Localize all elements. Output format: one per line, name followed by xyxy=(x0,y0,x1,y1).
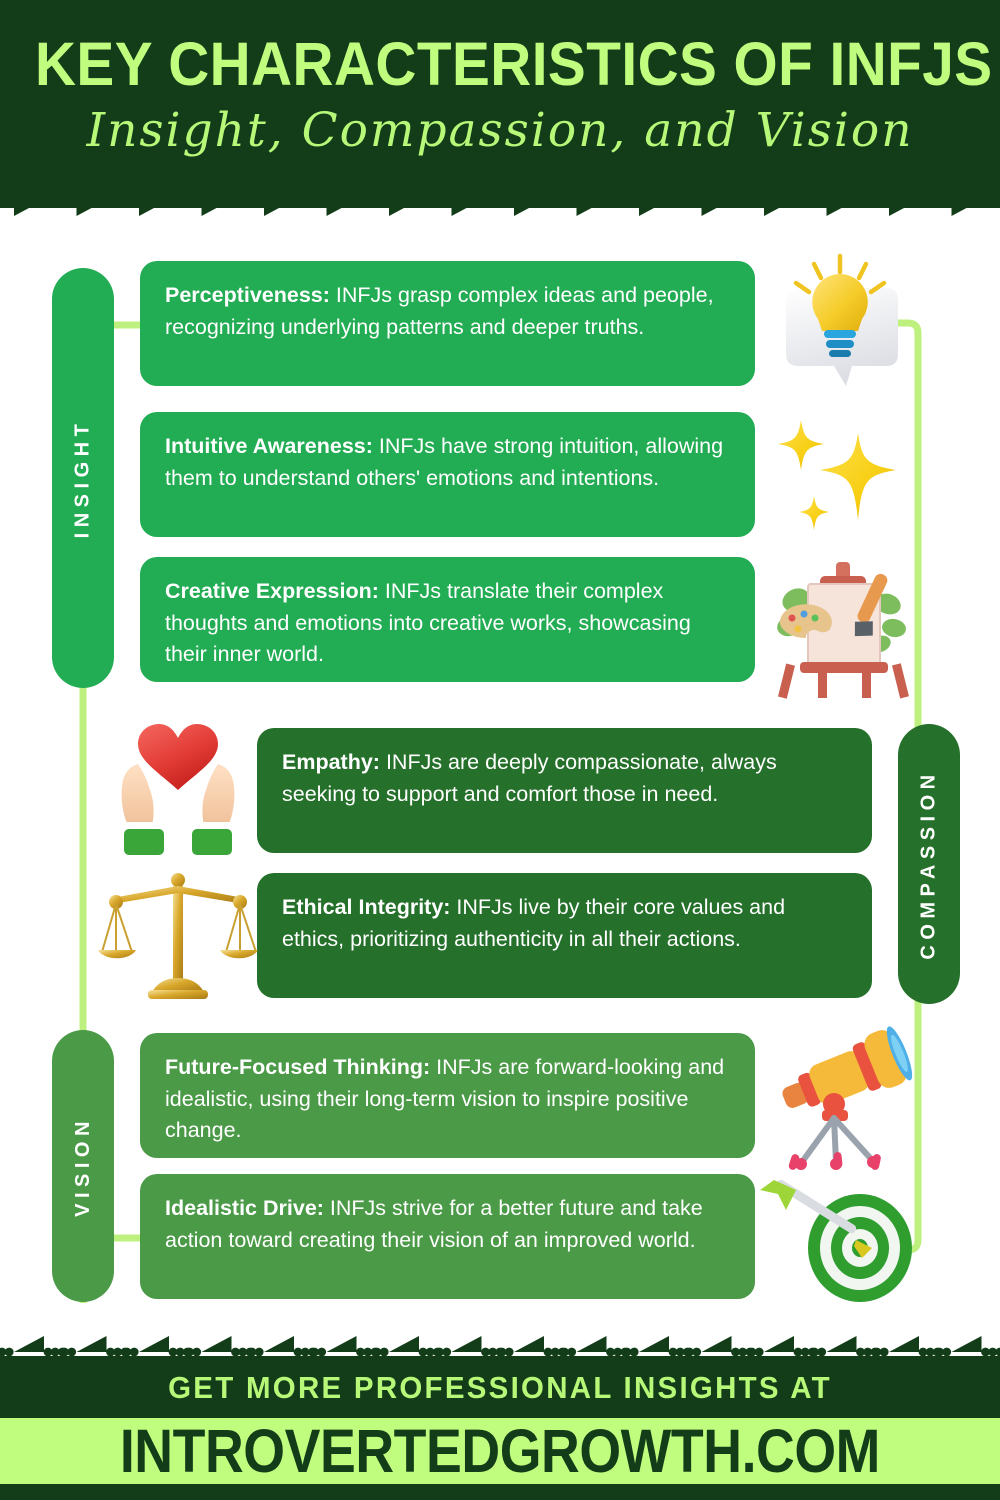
sidebar-item-insight[interactable]: INSIGHT xyxy=(52,268,114,688)
trait-card[interactable]: Perceptiveness: INFJs grasp complex idea… xyxy=(140,261,755,386)
trait-body: INFJs are deeply compassionate, always s… xyxy=(282,750,777,806)
trait-card[interactable]: Empathy: INFJs are deeply compassionate,… xyxy=(257,728,872,853)
trait-card[interactable]: Creative Expression: INFJs translate the… xyxy=(140,557,755,682)
telescope-icon xyxy=(760,1022,925,1172)
trait-card[interactable]: Intuitive Awareness: INFJs have strong i… xyxy=(140,412,755,537)
trait-title: Idealistic Drive: xyxy=(165,1196,324,1220)
trait-body: INFJs translate their complex thoughts a… xyxy=(165,579,691,667)
footer-url-bar[interactable]: INTROVERTEDGROWTH.COM xyxy=(0,1418,1000,1484)
trait-body: INFJs have strong intuition, allowing th… xyxy=(165,434,724,490)
trait-card[interactable]: Ethical Integrity: INFJs live by their c… xyxy=(257,873,872,998)
sidebar-item-label: INSIGHT xyxy=(71,418,94,538)
trait-title: Perceptiveness: xyxy=(165,283,330,307)
sparkles-icon xyxy=(768,408,918,543)
page-title: KEY CHARACTERISTICS OF INFJS xyxy=(35,30,993,98)
trait-body: INFJs strive for a better future and tak… xyxy=(165,1196,703,1252)
page-subtitle: Insight, Compassion, and Vision xyxy=(86,103,914,158)
header-banner: KEY CHARACTERISTICS OF INFJS Insight, Co… xyxy=(0,0,1000,206)
trait-card[interactable]: Idealistic Drive: INFJs strive for a bet… xyxy=(140,1174,755,1299)
sidebar-item-label: VISION xyxy=(71,1115,94,1217)
sidebar-item-label: COMPASSION xyxy=(917,768,940,960)
trait-body: INFJs are forward-looking and idealistic… xyxy=(165,1055,725,1143)
sidebar-item-vision[interactable]: VISION xyxy=(52,1030,114,1302)
trait-title: Ethical Integrity: xyxy=(282,895,451,919)
header-zigzag-divider xyxy=(0,200,1000,216)
footer-banner: GET MORE PROFESSIONAL INSIGHTS AT INTROV… xyxy=(0,1358,1000,1500)
balance-scales-icon xyxy=(98,862,258,1010)
trait-card[interactable]: Future-Focused Thinking: INFJs are forwa… xyxy=(140,1033,755,1158)
sidebar-item-compassion[interactable]: COMPASSION xyxy=(898,724,960,1004)
hands-holding-heart-icon xyxy=(98,712,258,860)
footer-tagline: GET MORE PROFESSIONAL INSIGHTS AT xyxy=(168,1370,832,1405)
target-arrow-icon xyxy=(760,1152,925,1307)
lightbulb-idea-icon xyxy=(762,250,922,400)
trait-title: Empathy: xyxy=(282,750,380,774)
trait-body: INFJs live by their core values and ethi… xyxy=(282,895,786,951)
trait-title: Future-Focused Thinking: xyxy=(165,1055,431,1079)
trait-title: Creative Expression: xyxy=(165,579,379,603)
trait-title: Intuitive Awareness: xyxy=(165,434,373,458)
art-easel-icon xyxy=(762,552,922,700)
trait-body: INFJs grasp complex ideas and people, re… xyxy=(165,283,714,339)
website-url: INTROVERTEDGROWTH.COM xyxy=(119,1416,881,1485)
